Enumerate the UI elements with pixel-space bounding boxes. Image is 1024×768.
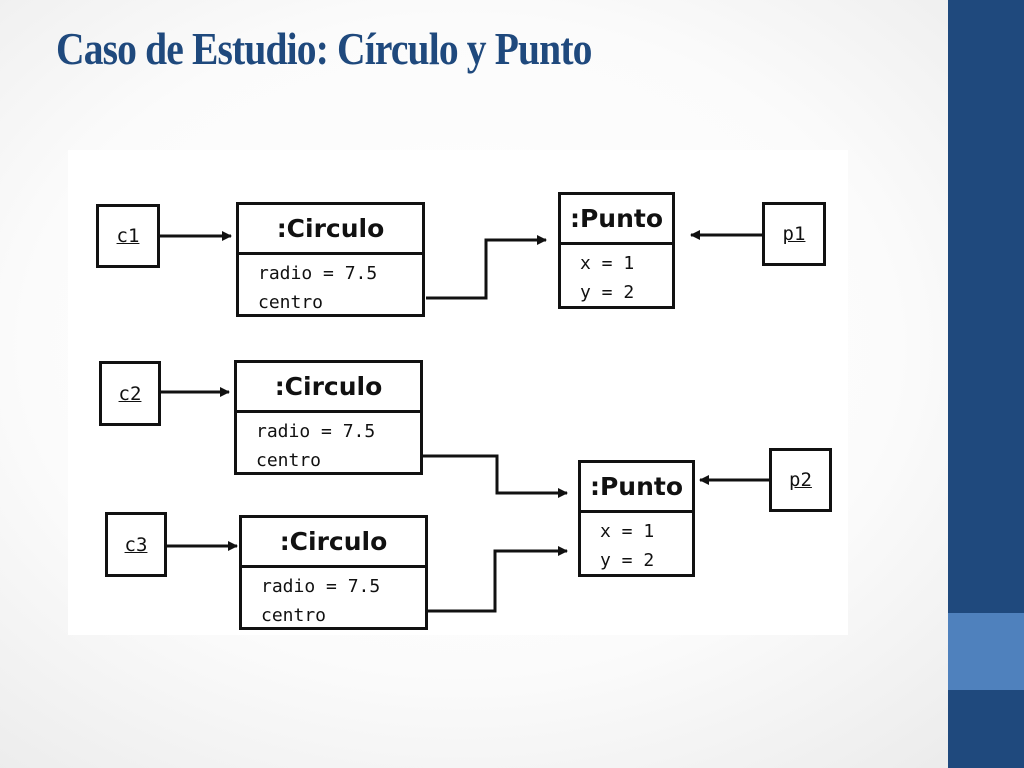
punto-object-2: :Punto x = 1 y = 2 [578,460,695,577]
reference-label: c2 [118,382,142,405]
side-accent-block [948,613,1024,690]
reference-label: c3 [124,533,148,556]
circulo-object-3: :Circulo radio = 7.5 centro [239,515,428,630]
object-title: :Circulo [239,205,422,255]
object-title: :Punto [581,463,692,513]
reference-c2: c2 [99,361,161,426]
reference-label: p2 [789,469,812,491]
attribute-radio: radio = 7.5 [261,576,381,597]
circulo-object-1: :Circulo radio = 7.5 centro [236,202,425,317]
connector-arrows [160,230,769,613]
circulo-object-2: :Circulo radio = 7.5 centro [234,360,423,475]
object-title: :Circulo [237,363,420,413]
arrow-centro1-punto1 [426,235,547,300]
reference-label: p1 [782,223,806,245]
punto-object-1: :Punto x = 1 y = 2 [558,192,675,309]
attribute-radio: radio = 7.5 [258,263,378,284]
arrow-centro3-punto2 [426,546,568,613]
reference-c3: c3 [105,512,167,577]
attribute-y: y = 2 [580,282,635,303]
attribute-centro: centro [261,605,327,626]
reference-label: c1 [116,225,140,247]
attribute-centro: centro [256,450,322,471]
object-diagram: c1 c2 c3 p1 p2 :Circulo radio = 7.5 cent… [68,150,848,635]
attribute-x: x = 1 [580,253,635,274]
attribute-x: x = 1 [600,521,655,542]
slide-title: Caso de Estudio: Círculo y Punto [56,23,592,74]
object-title: :Punto [561,195,672,245]
reference-p1: p1 [762,202,826,266]
attribute-centro: centro [258,292,324,313]
attribute-radio: radio = 7.5 [256,421,376,442]
arrow-centro2-punto2 [422,454,568,498]
reference-c1: c1 [96,204,160,268]
reference-p2: p2 [769,448,832,512]
attribute-y: y = 2 [600,550,655,571]
object-title: :Circulo [242,518,425,568]
